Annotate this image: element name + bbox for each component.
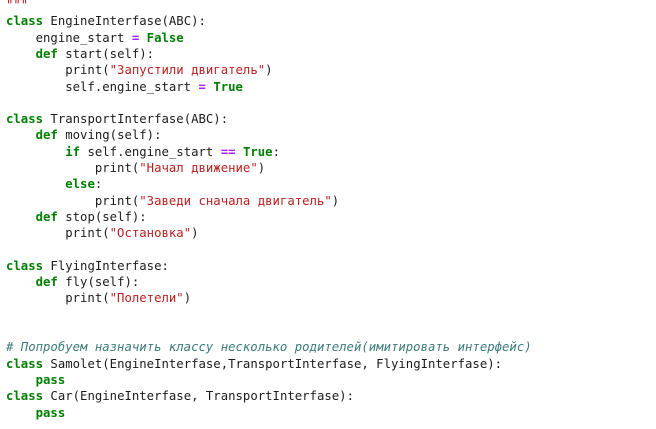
code-token — [6, 275, 36, 289]
keyword-token: class — [6, 112, 44, 127]
code-line: def stop(self): — [6, 209, 147, 225]
code-line: if self.engine_start == True: — [6, 144, 280, 160]
code-line: self.engine_start = True — [6, 79, 243, 95]
code-line: class Car(EngineInterfase, TransportInte… — [6, 388, 354, 404]
code-token: stop(self): — [57, 209, 147, 224]
code-line: def moving(self): — [6, 127, 162, 143]
keyword-token: else — [65, 177, 95, 192]
code-token — [139, 31, 146, 45]
code-line: else: — [6, 176, 102, 192]
code-line: print("Заведи сначала двигатель") — [6, 193, 339, 209]
code-token — [6, 406, 36, 420]
code-line: print("Запустили двигатель") — [6, 62, 273, 78]
code-line: pass — [6, 372, 66, 388]
string-token: "Начал движение" — [139, 161, 258, 175]
operator-token: == — [220, 144, 236, 159]
code-token: self.engine_start — [6, 79, 199, 94]
code-token: EngineInterfase(ABC): — [43, 14, 206, 29]
code-line: """ — [6, 0, 28, 13]
keyword-token: def — [35, 275, 58, 290]
code-line: # Попробуем назначить классу несколько р… — [6, 339, 532, 355]
code-line: engine_start = False — [6, 30, 184, 46]
code-token — [6, 145, 65, 159]
code-line: class Samolet(EngineInterfase,TransportI… — [6, 356, 502, 372]
keyword-token: def — [35, 128, 58, 143]
keyword-token: class — [6, 356, 44, 371]
code-line: pass — [6, 405, 66, 421]
keyword-token: if — [65, 144, 81, 159]
keyword-token: pass — [35, 405, 66, 420]
code-token: ) — [331, 193, 340, 208]
code-token — [6, 128, 36, 142]
code-token: print( — [6, 63, 110, 78]
code-token: engine_start — [6, 30, 132, 45]
keyword-token: True — [242, 144, 273, 159]
code-token — [6, 373, 36, 387]
code-token: print( — [6, 291, 110, 306]
keyword-token: True — [213, 79, 243, 94]
code-token: print( — [6, 226, 110, 241]
code-token: Samolet(EngineInterfase,TransportInterfa… — [43, 356, 503, 371]
keyword-token: class — [6, 14, 44, 29]
string-token: "Остановка" — [109, 226, 192, 241]
string-token: "Полетели" — [109, 291, 184, 306]
code-token: self.engine_start — [80, 144, 221, 159]
keyword-token: def — [35, 209, 58, 224]
code-line: class EngineInterfase(ABC): — [6, 13, 206, 29]
code-token: moving(self): — [57, 128, 162, 143]
code-token: Car(EngineInterfase, TransportInterfase)… — [43, 389, 354, 404]
code-token — [6, 47, 36, 61]
code-line: print("Начал движение") — [6, 160, 265, 176]
operator-token: = — [198, 79, 206, 94]
keyword-token: False — [146, 30, 184, 45]
code-token: : — [272, 144, 280, 159]
code-token: FlyingInterfase: — [43, 258, 169, 273]
code-line: print("Остановка") — [6, 225, 199, 241]
keyword-token: pass — [35, 372, 66, 387]
string-token: "Запустили двигатель" — [109, 63, 266, 78]
code-token — [6, 177, 65, 191]
code-token: fly(self): — [57, 275, 140, 290]
comment-token: # Попробуем назначить классу несколько р… — [6, 340, 532, 355]
code-token: : — [94, 177, 103, 192]
code-token: ) — [265, 63, 273, 78]
code-token: TransportInterfase(ABC): — [43, 112, 229, 127]
code-token: ) — [257, 161, 266, 175]
keyword-token: class — [6, 258, 44, 273]
code-token — [236, 145, 243, 159]
code-token: ) — [191, 226, 199, 241]
code-token: ) — [183, 291, 192, 306]
keyword-token: def — [35, 46, 58, 61]
code-line: print("Полетели") — [6, 290, 191, 306]
code-token — [6, 210, 36, 224]
code-line: def start(self): — [6, 46, 154, 62]
string-token: """ — [6, 0, 29, 12]
code-token: start(self): — [57, 46, 155, 61]
code-line: class TransportInterfase(ABC): — [6, 111, 228, 127]
string-token: "Заведи сначала двигатель" — [139, 193, 332, 208]
operator-token: = — [131, 30, 140, 45]
code-token: print( — [6, 161, 140, 175]
keyword-token: class — [6, 389, 44, 404]
code-line: class FlyingInterfase: — [6, 258, 169, 274]
code-line: def fly(self): — [6, 274, 140, 290]
code-token: print( — [6, 193, 140, 208]
